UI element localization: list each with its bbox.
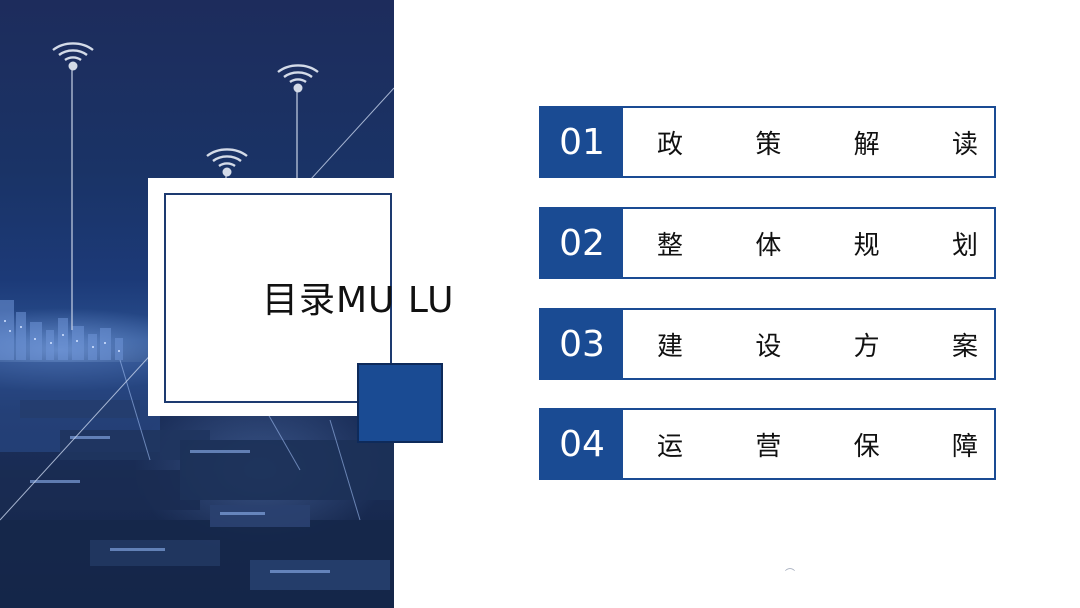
wifi-signal-icon <box>277 64 319 93</box>
toc-title: 目录MU LU <box>262 280 455 321</box>
port-city-illustration <box>0 66 394 608</box>
toc-item-char: 策 <box>755 129 782 160</box>
toc-item-char: 体 <box>755 230 782 261</box>
toc-item-01[interactable]: 01 政 策 解 读 <box>539 106 996 178</box>
toc-item-char: 读 <box>951 129 978 160</box>
toc-item-label: 整 体 规 划 <box>623 209 994 277</box>
toc-item-04[interactable]: 04 运 营 保 障 <box>539 408 996 480</box>
accent-square <box>357 363 443 443</box>
toc-item-char: 方 <box>853 331 880 362</box>
toc-item-number: 01 <box>541 108 623 176</box>
toc-item-number: 02 <box>541 209 623 277</box>
toc-item-char: 保 <box>853 431 880 462</box>
toc-item-char: 规 <box>853 230 880 261</box>
toc-item-02[interactable]: 02 整 体 规 划 <box>539 207 996 279</box>
wifi-signal-icon <box>206 148 248 177</box>
toc-item-char: 建 <box>656 331 683 362</box>
toc-item-label: 建 设 方 案 <box>623 310 994 378</box>
toc-item-char: 营 <box>755 431 782 462</box>
toc-item-char: 案 <box>951 331 978 362</box>
toc-item-char: 政 <box>656 129 683 160</box>
toc-item-label: 运 营 保 障 <box>623 410 994 478</box>
toc-item-char: 整 <box>656 230 683 261</box>
toc-item-char: 设 <box>755 331 782 362</box>
toc-item-char: 划 <box>951 230 978 261</box>
toc-item-number: 03 <box>541 310 623 378</box>
toc-item-char: 解 <box>853 129 880 160</box>
decorative-mark: ⌒ <box>785 569 795 580</box>
wifi-signal-icon <box>52 42 94 71</box>
toc-item-label: 政 策 解 读 <box>623 108 994 176</box>
toc-title-border <box>164 193 392 403</box>
toc-item-number: 04 <box>541 410 623 478</box>
toc-item-char: 障 <box>951 431 978 462</box>
toc-title-panel <box>148 178 394 416</box>
toc-item-char: 运 <box>656 431 683 462</box>
toc-item-03[interactable]: 03 建 设 方 案 <box>539 308 996 380</box>
